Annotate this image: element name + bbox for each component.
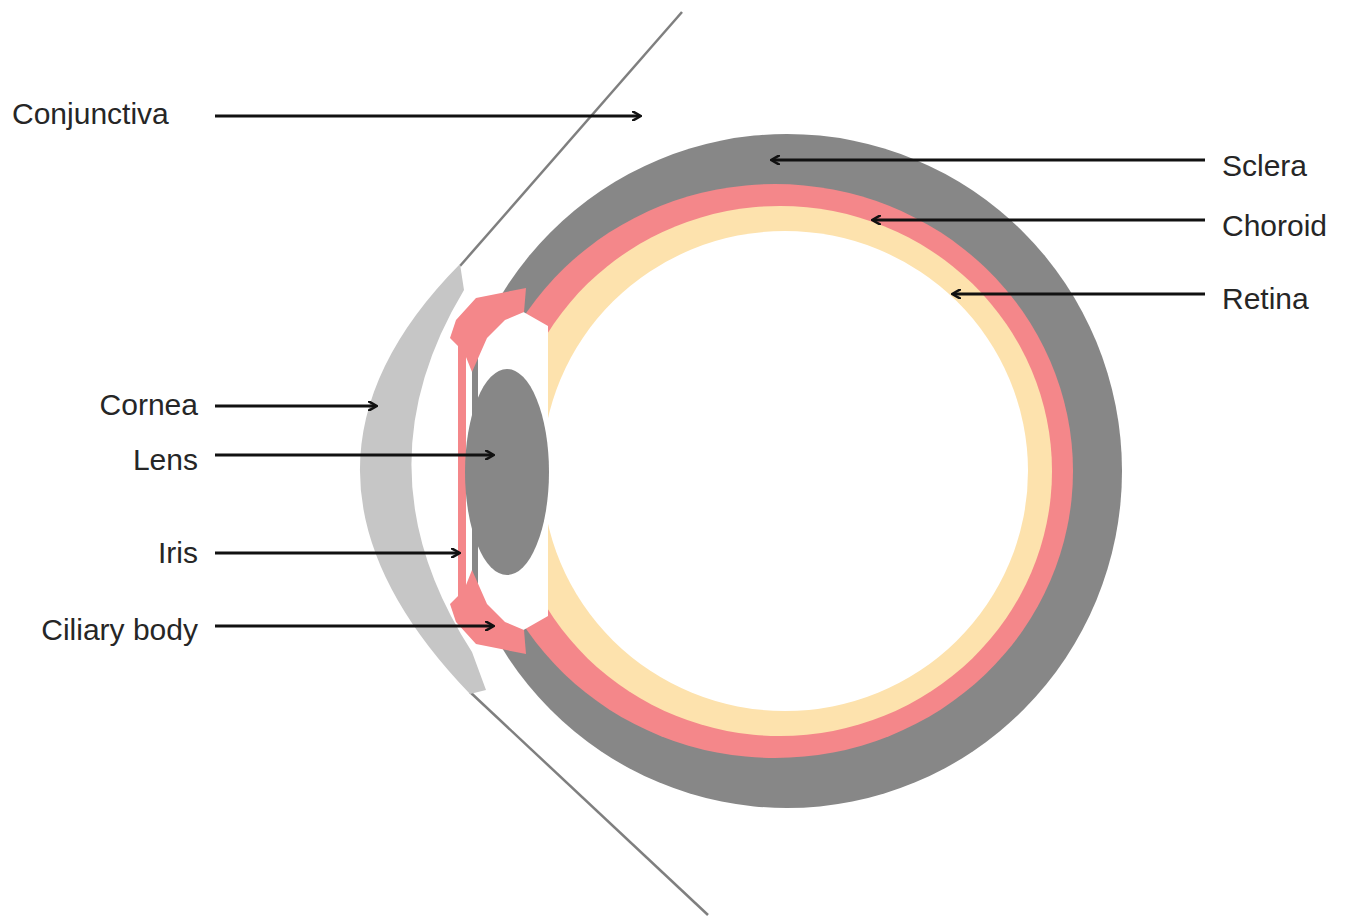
part-label: Sclera [1222, 149, 1307, 183]
part-label: Cornea [100, 388, 198, 422]
leader-arrow [215, 115, 640, 118]
part-label: Iris [158, 536, 198, 570]
part-label: Ciliary body [41, 613, 198, 647]
vitreous-space [542, 231, 1028, 711]
part-label: Lens [133, 443, 198, 477]
leader-arrow [215, 625, 493, 628]
retina-layer [508, 206, 1052, 736]
leader-arrow [215, 405, 376, 408]
cornea-shape [360, 264, 486, 694]
iris-shape [458, 345, 466, 597]
part-label: Retina [1222, 282, 1309, 316]
part-label: Choroid [1222, 209, 1327, 243]
sclera-layer [452, 134, 1122, 808]
lens-shape [465, 369, 549, 575]
leader-arrow [873, 219, 1205, 222]
leader-arrow [953, 293, 1205, 296]
leader-arrow [215, 552, 459, 555]
part-label: Conjunctiva [12, 97, 169, 131]
leader-arrow [772, 159, 1205, 162]
leader-arrow [215, 454, 493, 457]
choroid-layer [477, 184, 1073, 758]
